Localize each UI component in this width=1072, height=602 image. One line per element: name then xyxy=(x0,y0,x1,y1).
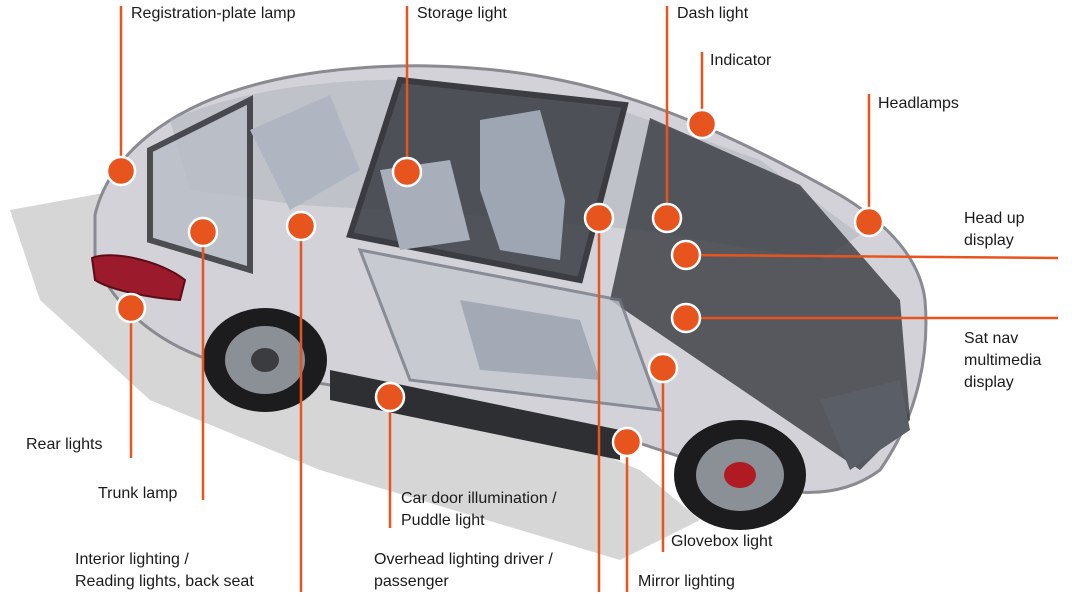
label-line-2: passenger xyxy=(374,573,449,590)
label-trunk-lamp: Trunk lamp xyxy=(98,483,177,505)
marker-rear-lights xyxy=(115,292,147,324)
label-text: Rear lights xyxy=(26,436,103,453)
marker-dash xyxy=(651,202,683,234)
label-registration-plate-lamp: Registration-plate lamp xyxy=(131,3,296,25)
marker-glovebox xyxy=(647,352,679,384)
marker-headlamps xyxy=(853,206,885,238)
rear-wheel xyxy=(203,308,327,412)
label-line-1: Car door illumination / xyxy=(401,490,557,507)
windscreen xyxy=(610,118,910,470)
label-mirror-lighting: Mirror lighting xyxy=(638,571,735,593)
label-line-3: display xyxy=(964,374,1014,391)
line-head-up xyxy=(685,253,1059,260)
label-glovebox-light: Glovebox light xyxy=(671,531,772,553)
label-text: Dash light xyxy=(677,5,749,22)
rear-lamp-housing xyxy=(90,254,187,302)
label-dash-light: Dash light xyxy=(677,3,748,25)
label-rear-lights: Rear lights xyxy=(26,434,102,456)
marker-interior xyxy=(285,210,317,242)
label-line-1: Sat nav xyxy=(964,330,1019,347)
marker-overhead xyxy=(583,202,615,234)
front-grille xyxy=(820,380,910,470)
marker-storage xyxy=(391,156,423,188)
label-line-2: display xyxy=(964,232,1014,249)
label-overhead-lighting: Overhead lighting driver / passenger xyxy=(374,549,553,593)
label-text: Headlamps xyxy=(878,95,959,112)
back-seat xyxy=(250,95,360,210)
label-text: Storage light xyxy=(417,5,507,22)
markers xyxy=(105,108,885,458)
rear-window xyxy=(147,95,253,275)
marker-trunk xyxy=(187,216,219,248)
label-head-up-display: Head up display xyxy=(964,208,1025,252)
marker-mirror xyxy=(611,426,643,458)
marker-head-up xyxy=(670,239,702,271)
label-text: Mirror lighting xyxy=(638,573,735,590)
label-line-1: Interior lighting / xyxy=(75,551,189,568)
marker-registration-plate xyxy=(105,155,137,187)
label-line-1: Head up xyxy=(964,210,1025,227)
label-text: Registration-plate lamp xyxy=(131,5,296,22)
label-text: Indicator xyxy=(710,52,772,69)
label-indicator: Indicator xyxy=(710,50,771,72)
marker-sat-nav xyxy=(670,302,702,334)
front-wheel xyxy=(674,420,806,530)
label-line-2: Reading lights, back seat xyxy=(75,573,254,590)
seat-lower xyxy=(460,300,600,380)
label-storage-light: Storage light xyxy=(417,3,507,25)
label-line-2: multimedia xyxy=(964,352,1042,369)
front-seat xyxy=(480,110,565,260)
label-sat-nav: Sat nav multimedia display xyxy=(964,328,1041,394)
label-text: Glovebox light xyxy=(671,533,773,550)
label-headlamps: Headlamps xyxy=(878,93,959,115)
label-interior-lighting: Interior lighting / Reading lights, back… xyxy=(75,549,254,593)
label-line-1: Overhead lighting driver / xyxy=(374,551,553,568)
marker-car-door xyxy=(374,381,406,413)
label-text: Trunk lamp xyxy=(98,485,178,502)
marker-indicator xyxy=(686,108,718,140)
label-line-2: Puddle light xyxy=(401,512,485,529)
label-car-door-illumination: Car door illumination / Puddle light xyxy=(401,488,557,532)
